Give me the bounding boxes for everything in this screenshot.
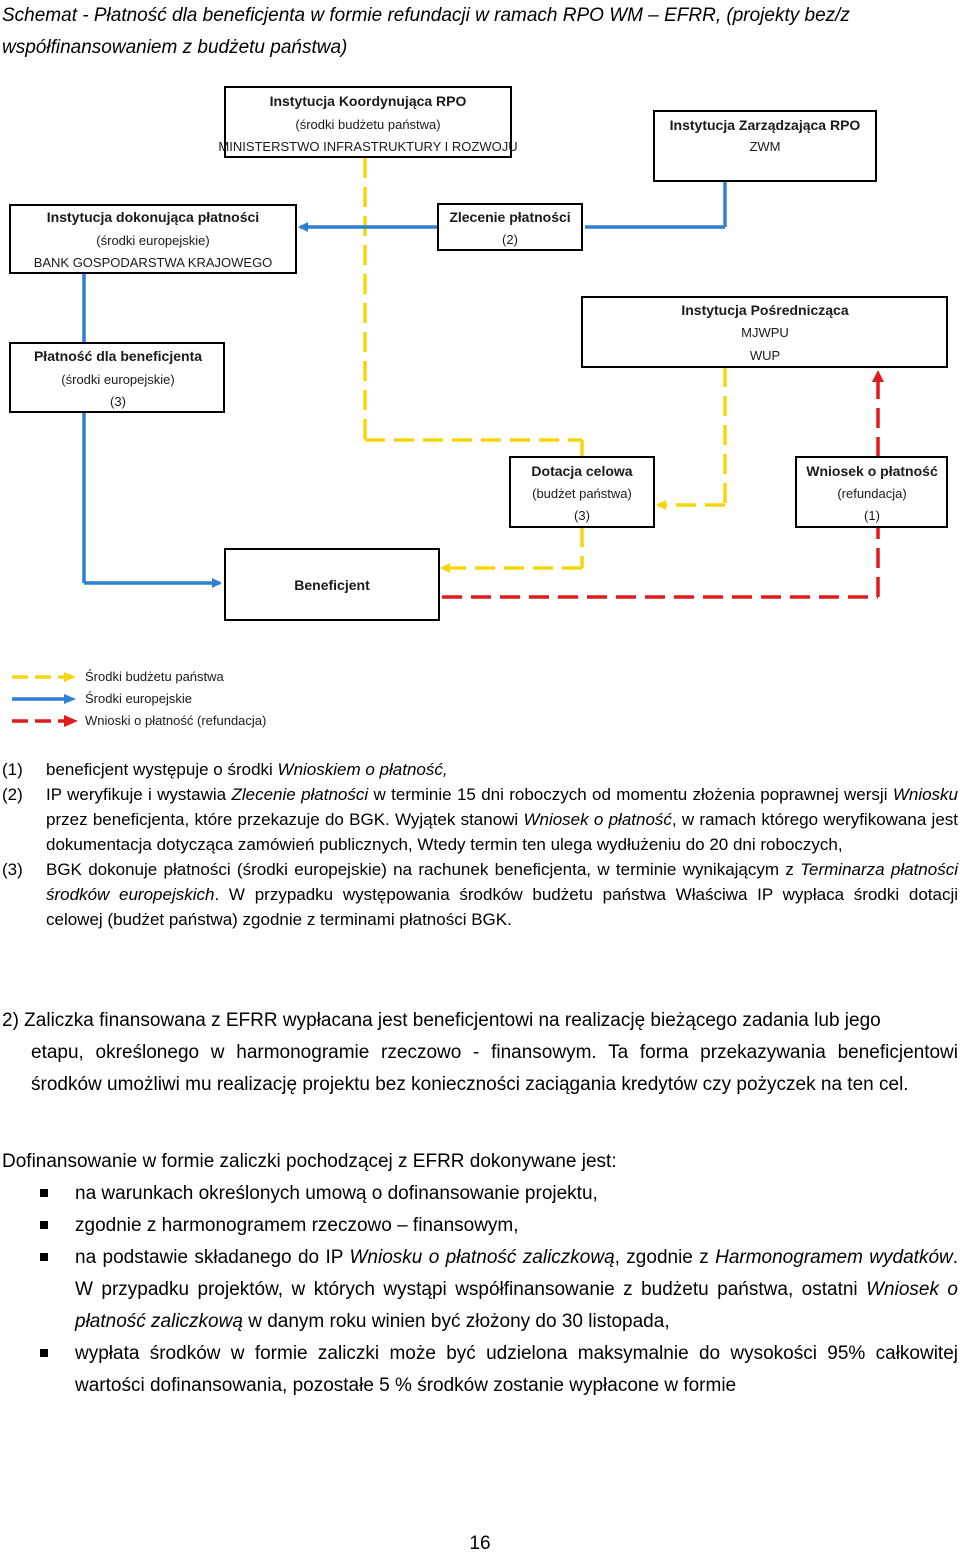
legend-blue-label: Środki europejskie [85,691,192,706]
box-instytucja-zarzadzajaca: Instytucja Zarządzająca RPO ZWM [653,110,877,182]
box-posr-line2: WUP [750,348,780,363]
bullet-text: w danym roku winien być złożony do 30 li… [242,1311,670,1332]
box-plat-title: Płatność dla beneficjenta [34,348,202,364]
bullet-item-4: wypłata środków w formie zaliczki może b… [0,1338,958,1402]
bullet-text: . W przypadku projektów, w których wystą… [75,1247,959,1300]
list-text-italic: Zlecenie płatności [231,785,369,804]
box-plat-line2: (3) [110,394,126,409]
box-instytucja-posredniczaca: Instytucja Pośrednicząca MJWPU WUP [581,296,948,368]
bullet-text: na podstawie składanego do IP [75,1247,350,1268]
box-wn-title: Wniosek o płatność [806,463,938,479]
list-item-number: (1) [2,760,23,779]
list-text-italic: Terminarza płatności środków europejskic… [46,860,958,904]
list-item-number: (2) [2,785,23,804]
list-text: IP weryfikuje i wystawia [46,785,232,804]
box-posr-line1: MJWPU [741,325,789,340]
list-text: przez beneficjenta, które przekazuje do … [46,810,524,829]
legend-red-label: Wnioski o płatność (refundacja) [85,713,266,728]
list-text-italic: Wnioskiem o płatność, [277,760,448,779]
box-dot-line1: (budżet państwa) [532,486,632,501]
section-2-body: etapu, określonego w harmonogramie rzecz… [31,1042,958,1095]
box-wn-line1: (refundacja) [837,486,906,501]
flow-diagram: Instytucja Koordynująca RPO (środki budż… [9,86,948,728]
bullet-text-italic: Wniosek o płatność zaliczkową [75,1279,959,1332]
legend: Środki budżetu państwa Środki europejski… [12,669,266,728]
bullet-text-italic: Wniosku o płatność zaliczkową [349,1247,615,1268]
section-2-paragraph: 2) Zaliczka finansowana z EFRR wypłacana… [2,1005,958,1101]
box-koord-line1: (środki budżetu państwa) [295,117,440,132]
list-text: beneficjent występuje o środki [46,760,278,779]
list-text: , w ramach którego weryfikowana jest dok… [46,810,958,854]
list-item-3: (3) BGK dokonuje płatności (środki europe… [2,857,958,932]
box-dotacja-celowa: Dotacja celowa (budżet państwa) (3) [509,456,655,528]
numbered-list: (1) beneficjent występuje o środki Wniosk… [2,757,958,932]
legend-yellow-label: Środki budżetu państwa [85,669,225,684]
box-zarz-line1: ZWM [749,139,780,154]
box-instytucja-dokonujaca: Instytucja dokonująca płatności (środki … [9,204,297,274]
box-zlec-line1: (2) [502,232,518,247]
legend-red: Wnioski o płatność (refundacja) [12,713,266,728]
list-item-1: (1) beneficjent występuje o środki Wniosk… [2,757,958,782]
box-platnosc-dla-beneficjenta: Płatność dla beneficjenta (środki europe… [9,342,225,413]
box-dot-title: Dotacja celowa [531,463,632,479]
list-text: . W przypadku występowania środków budże… [46,885,959,929]
box-wniosek-o-platnosc: Wniosek o płatność (refundacja) (1) [795,456,948,528]
page-title: Schemat - Płatność dla beneficjenta w fo… [2,5,850,58]
box-dot-line2: (3) [574,508,590,523]
list-item-2: (2) IP weryfikuje i wystawia Zlecenie pła… [2,782,958,857]
bullet-item-3: na podstawie składanego do IP Wniosku o … [0,1242,958,1338]
box-plat-line1: (środki europejskie) [61,372,174,387]
bullet-text: zgodnie z harmonogramem rzeczowo – finan… [75,1215,519,1236]
blue-connectors [82,182,727,588]
list-text: BGK dokonuje płatności (środki europejsk… [46,860,801,879]
box-zlecenie-platnosci: Zlecenie płatności (2) [437,203,583,251]
yellow-connectors [363,158,727,573]
box-instytucja-koordynujaca: Instytucja Koordynująca RPO (środki budż… [218,86,518,158]
box-koord-title: Instytucja Koordynująca RPO [270,93,467,109]
square-bullet-icon [40,1253,48,1261]
list-item-number: (3) [2,860,23,879]
dofinansowanie-intro: Dofinansowanie w formie zaliczki pochodz… [2,1151,617,1172]
bullet-list: na warunkach określonych umową o dofinan… [0,1178,958,1402]
bullet-text: , zgodnie z [614,1247,716,1268]
list-text-italic: Wniosek o płatność [523,810,672,829]
box-dok-title: Instytucja dokonująca płatności [47,209,259,225]
box-posr-title: Instytucja Pośrednicząca [681,302,849,318]
bullet-text: wypłata środków w formie zaliczki może b… [75,1343,958,1396]
list-text-italic: Wniosku [892,785,959,804]
box-koord-line2: MINISTERSTWO INFRASTRUKTURY I ROZWOJU [218,139,517,154]
legend-blue: Środki europejskie [12,691,192,706]
list-text: w terminie 15 dni roboczych od momentu z… [368,785,893,804]
box-ben-title: Beneficjent [294,577,370,593]
box-zarz-title: Instytucja Zarządzająca RPO [670,117,861,133]
section-2-lead: 2) Zaliczka finansowana z EFRR wypłacana… [2,1010,881,1031]
page-number: 16 [469,1533,491,1554]
bullet-text-italic: Harmonogramem wydatków [715,1247,953,1268]
box-beneficjent: Beneficjent [224,548,440,621]
bullet-item-1: na warunkach określonych umową o dofinan… [0,1178,958,1210]
box-wn-line2: (1) [864,508,880,523]
bullet-text: na warunkach określonych umową o dofinan… [75,1183,598,1204]
box-dok-line2: BANK GOSPODARSTWA KRAJOWEGO [34,255,273,270]
square-bullet-icon [40,1221,48,1229]
bullet-item-2: zgodnie z harmonogramem rzeczowo – finan… [0,1210,958,1242]
legend-yellow: Środki budżetu państwa [12,669,225,684]
box-dok-line1: (środki europejskie) [96,233,209,248]
square-bullet-icon [40,1189,48,1197]
box-zlec-title: Zlecenie płatności [449,209,570,225]
square-bullet-icon [40,1349,48,1357]
